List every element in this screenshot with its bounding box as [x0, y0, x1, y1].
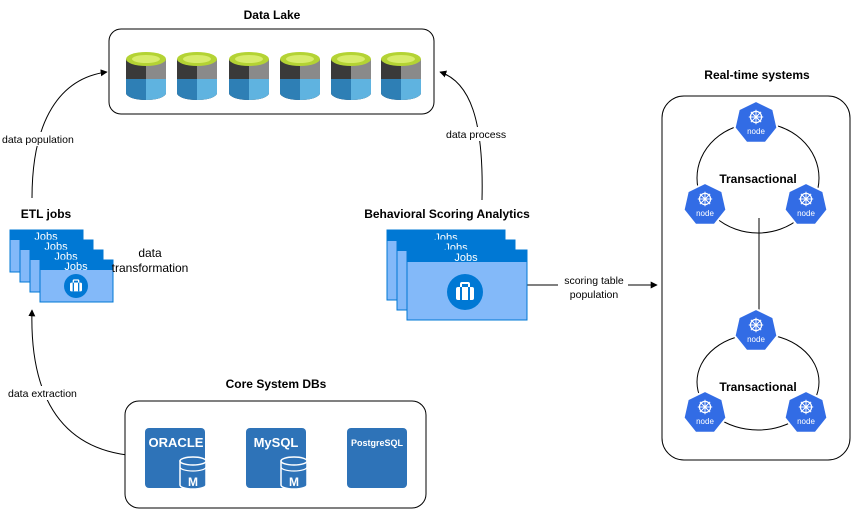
storage-cylinder-icon — [280, 52, 320, 100]
mysql-db[interactable]: MySQL M — [246, 428, 308, 490]
node-label: node — [696, 417, 714, 426]
cluster-label-top: Transactional — [719, 172, 796, 186]
svg-text:Jobs: Jobs — [64, 261, 88, 273]
behavioral-scoring-title: Behavioral Scoring Analytics — [364, 207, 530, 221]
node-label: node — [747, 335, 765, 344]
label-data-transformation-line2: transformation — [112, 261, 189, 275]
postgresql-db[interactable]: PostgreSQL — [347, 428, 407, 488]
edge-label-bg — [0, 132, 78, 146]
suitcase-icon — [447, 274, 483, 310]
edge-label-data-population: data population — [2, 134, 74, 146]
oracle-db[interactable]: ORACLE M — [145, 428, 207, 490]
node-label: node — [797, 417, 815, 426]
node-label: node — [747, 127, 765, 136]
storage-cylinder-icon — [331, 52, 371, 100]
cluster-label-bottom: Transactional — [719, 380, 796, 394]
edge-data-population[interactable] — [31, 69, 108, 199]
edge-label-scoring-line1: scoring table — [564, 275, 624, 287]
storage-cylinder-icon — [229, 52, 269, 100]
edge-label-data-extraction: data extraction — [8, 388, 77, 400]
kubernetes-wheel-icon — [798, 191, 814, 207]
etl-job-card: Jobs — [39, 259, 114, 303]
storage-cylinder-icon — [177, 52, 217, 100]
storage-cylinder-icon — [126, 52, 166, 100]
kubernetes-wheel-icon — [748, 317, 764, 333]
storage-cylinder-icon — [381, 52, 421, 100]
realtime-systems-title: Real-time systems — [704, 68, 810, 82]
edge-label-scoring-line2: population — [570, 289, 619, 301]
kubernetes-wheel-icon — [697, 399, 713, 415]
kubernetes-node[interactable]: node — [682, 389, 728, 434]
label-data-transformation-line1: data — [138, 246, 162, 260]
behavioral-job-card: Jobs — [406, 249, 528, 321]
kubernetes-wheel-icon — [697, 191, 713, 207]
edge-data-process[interactable] — [439, 70, 483, 201]
edge-label-bg — [444, 127, 514, 141]
suitcase-icon — [64, 274, 88, 298]
edge-data-extraction[interactable] — [28, 309, 128, 456]
edge-label-bg — [6, 386, 84, 400]
mysql-db-label: MySQL — [254, 435, 299, 450]
oracle-db-label: ORACLE — [149, 435, 204, 450]
edge-label-data-process: data process — [446, 129, 506, 141]
kubernetes-wheel-icon — [748, 109, 764, 125]
kubernetes-nodes: node node node node node node — [682, 99, 829, 434]
rds-badge: M — [188, 475, 198, 489]
etl-jobs-title: ETL jobs — [21, 207, 72, 221]
kubernetes-node[interactable]: node — [682, 181, 728, 226]
edge-label-bg — [558, 271, 628, 301]
kubernetes-wheel-icon — [798, 399, 814, 415]
kubernetes-node[interactable]: node — [783, 389, 829, 434]
postgresql-db-tile — [347, 428, 407, 488]
core-dbs-title: Core System DBs — [226, 377, 327, 391]
node-label: node — [797, 209, 815, 218]
svg-text:Jobs: Jobs — [454, 252, 478, 264]
postgresql-db-label: PostgreSQL — [351, 438, 404, 448]
kubernetes-node[interactable]: node — [733, 99, 779, 144]
node-label: node — [696, 209, 714, 218]
rds-badge: M — [289, 475, 299, 489]
kubernetes-node[interactable]: node — [783, 181, 829, 226]
kubernetes-node[interactable]: node — [733, 307, 779, 352]
behavioral-jobs-stack[interactable]: Jobs Jobs Jobs — [386, 229, 528, 321]
etl-jobs-stack[interactable]: Jobs Jobs Jobs Jobs — [9, 229, 114, 303]
data-lake-title: Data Lake — [244, 8, 301, 22]
